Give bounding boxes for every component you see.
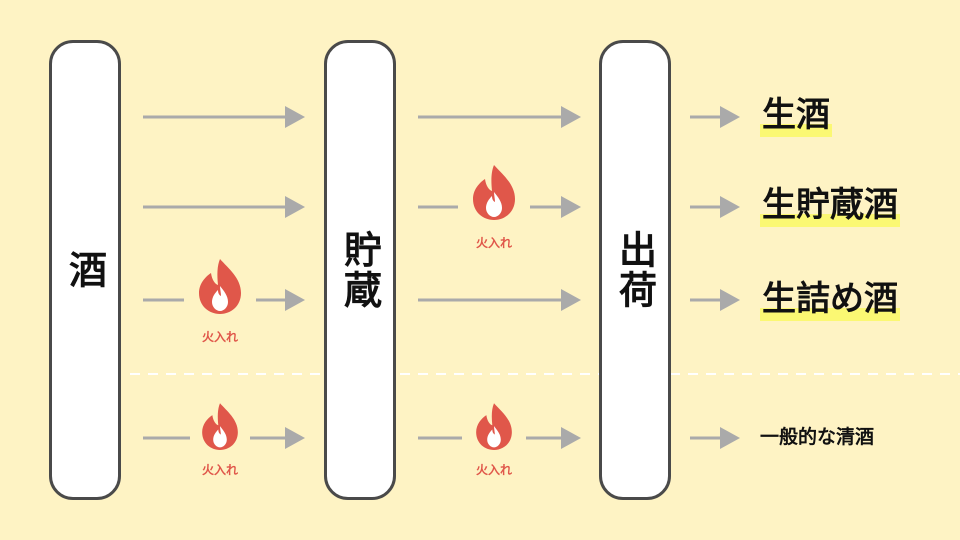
arrow-row2-seg2	[418, 196, 581, 218]
result-nama-chozoshu: 生貯蔵酒	[760, 185, 900, 227]
arrow-row1-seg3	[690, 106, 740, 128]
stage-sake: 酒	[49, 40, 121, 500]
result-namazake-label: 生酒	[760, 95, 832, 137]
arrow-row4-seg3	[690, 427, 740, 449]
result-nama-tsumeshu-label: 生詰め酒	[760, 279, 900, 321]
arrow-row1-seg1	[143, 106, 305, 128]
stage-sake-label: 酒	[62, 250, 107, 290]
arrow-row3-seg3	[690, 289, 740, 311]
arrow-row4-seg2	[418, 427, 581, 449]
fire-icon	[199, 259, 241, 314]
result-nama-tsumeshu: 生詰め酒	[760, 279, 900, 321]
result-ippan-seishu: 一般的な清酒	[760, 428, 874, 447]
arrow-row2-seg1	[143, 196, 305, 218]
stage-shipping: 出荷	[599, 40, 671, 500]
stage-storage-label: 貯蔵	[337, 230, 382, 310]
stage-storage: 貯蔵	[324, 40, 396, 500]
fire-label: 火入れ	[475, 463, 512, 477]
fire-icon	[202, 403, 238, 450]
fire-icon	[476, 403, 512, 450]
arrow-row1-seg2	[418, 106, 581, 128]
fire-icon	[473, 165, 515, 220]
fire-label: 火入れ	[201, 463, 238, 477]
result-namazake: 生酒	[760, 95, 832, 137]
result-ippan-seishu-label: 一般的な清酒	[760, 426, 875, 448]
arrow-row2-seg3	[690, 196, 740, 218]
fire-label: 火入れ	[475, 236, 512, 250]
result-nama-chozoshu-label: 生貯蔵酒	[760, 185, 900, 227]
arrow-row3-seg1	[143, 289, 305, 311]
fire-label: 火入れ	[201, 330, 238, 344]
arrow-row4-seg1	[143, 427, 305, 449]
stage-shipping-label: 出荷	[612, 230, 657, 310]
arrow-row3-seg2	[418, 289, 581, 311]
